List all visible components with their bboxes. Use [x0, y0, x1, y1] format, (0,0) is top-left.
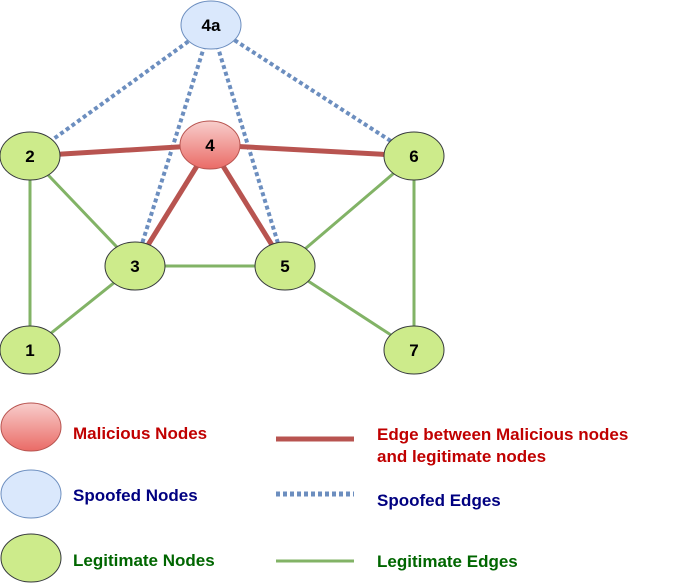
node-6: 6 [383, 131, 445, 181]
legend-legitimate-edge-label: Legitimate Edges [377, 552, 518, 571]
legend-spoofed-node-swatch [0, 469, 62, 519]
node-6-shape [383, 131, 445, 181]
node-5-shape [254, 241, 316, 291]
nodes-layer: 4a 2 4 6 3 5 1 7 [0, 0, 445, 375]
node-5-label: 5 [280, 257, 289, 276]
node-4: 4 [179, 120, 241, 170]
node-3: 3 [104, 241, 166, 291]
node-6-label: 6 [409, 147, 418, 166]
node-1-label: 1 [25, 341, 34, 360]
legend-malicious-nodes-label: Malicious Nodes [73, 424, 207, 443]
node-5: 5 [254, 241, 316, 291]
legend-legitimate-nodes-label: Legitimate Nodes [73, 551, 215, 570]
node-1-shape [0, 325, 61, 375]
legend: Malicious Nodes Spoofed Nodes Legitimate… [0, 402, 628, 583]
legend-spoofed-nodes: Spoofed Nodes [0, 469, 198, 519]
legend-malicious-edge-label-line2: and legitimate nodes [377, 447, 546, 466]
node-4-shape [179, 120, 241, 170]
node-4a: 4a [180, 0, 242, 50]
edge-4a-6 [209, 23, 416, 158]
edges-layer [28, 23, 416, 352]
legend-malicious-nodes: Malicious Nodes [0, 402, 207, 452]
node-4a-label: 4a [202, 16, 221, 35]
legend-spoofed-edge-label: Spoofed Edges [377, 491, 501, 510]
node-1: 1 [0, 325, 61, 375]
node-7-shape [383, 325, 445, 375]
node-4a-shape [180, 0, 242, 50]
legend-malicious-edge-label-line1: Edge between Malicious nodes [377, 425, 628, 444]
node-7: 7 [383, 325, 445, 375]
node-4-label: 4 [205, 136, 215, 155]
node-3-shape [104, 241, 166, 291]
node-3-label: 3 [130, 257, 139, 276]
node-2-shape [0, 131, 61, 181]
edge-5-6 [284, 154, 415, 268]
legend-malicious-node-swatch [0, 402, 62, 452]
node-7-label: 7 [409, 341, 418, 360]
node-2: 2 [0, 131, 61, 181]
legend-spoofed-nodes-label: Spoofed Nodes [73, 486, 198, 505]
legend-legitimate-node-swatch [0, 533, 62, 583]
edge-4-6 [209, 142, 415, 159]
legend-spoofed-edge: Spoofed Edges [276, 491, 501, 510]
legend-malicious-edge: Edge between Malicious nodes and legitim… [276, 425, 628, 466]
edge-4a-2 [28, 23, 213, 158]
legend-legitimate-edge: Legitimate Edges [276, 552, 518, 571]
legend-legitimate-nodes: Legitimate Nodes [0, 533, 215, 583]
node-2-label: 2 [25, 147, 34, 166]
